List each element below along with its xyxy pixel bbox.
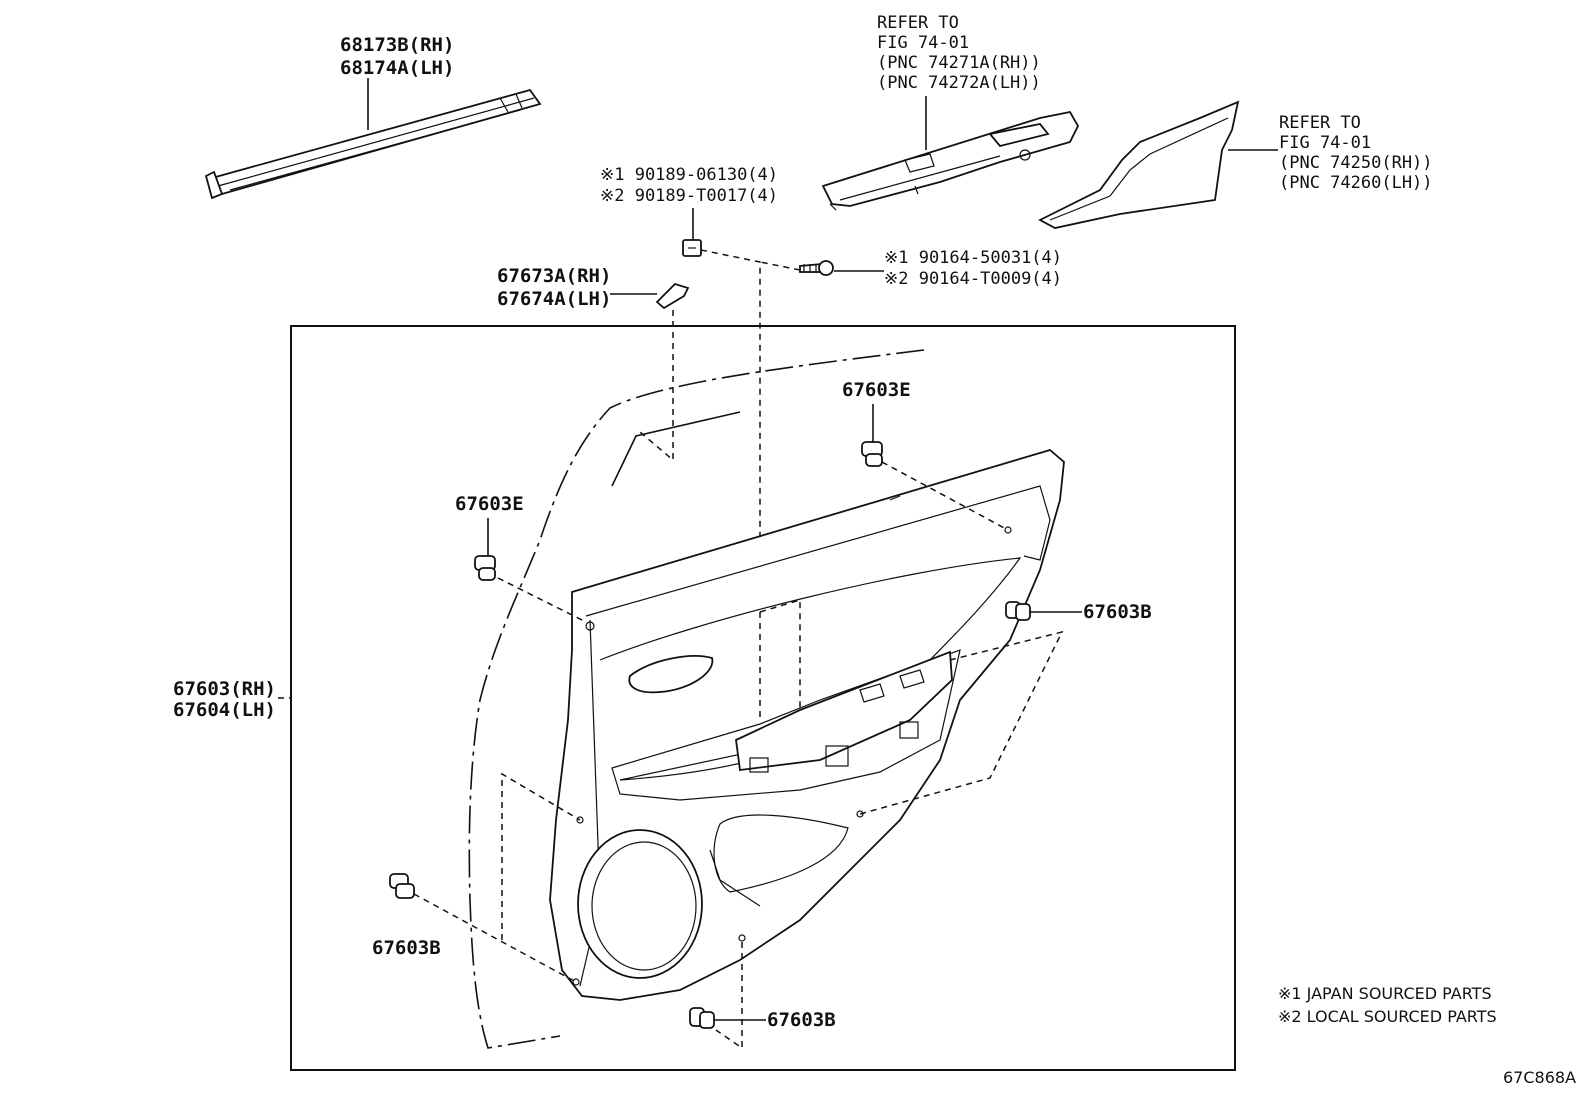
cover-part [655,282,690,310]
belt-molding-label-rh: 68173B(RH) [340,34,454,56]
left-dashbox [501,772,581,940]
cover-label-rh: 67673A(RH) [497,265,611,287]
clip-e-top-dashline [881,461,1009,531]
switch-base-ref-line3: (PNC 74271A(RH)) [877,53,1041,73]
screw-label-2: ※2 90164-T0009(4) [884,269,1062,289]
switch-base-ref-line1: REFER TO [877,13,959,33]
switch-base-ref-line2: FIG 74-01 [877,33,969,53]
door-outline [468,349,925,1049]
belt-molding-label-lh: 68174A(LH) [340,57,454,79]
clip-b-left-label: 67603B [372,937,441,959]
armrest-ref-line3: (PNC 74250(RH)) [1279,153,1433,173]
switch-base-part [821,110,1080,211]
clip-e-top-part [861,441,883,467]
screw-dashline [759,261,801,271]
nut-label-1: ※1 90189-06130(4) [600,165,778,185]
nut-part [682,239,702,257]
trim-board-part [549,448,1065,1001]
clip-e-left-label: 67603E [455,493,524,515]
clip-b-left-part [389,873,415,899]
door-window-line [611,411,741,487]
clip-e-left-dashline [497,577,587,623]
belt-molding-part [204,88,542,200]
note-local-sourced: ※2 LOCAL SOURCED PARTS [1278,1007,1497,1026]
figure-code: 67C868A [1503,1068,1576,1087]
armrest-ref-line2: FIG 74-01 [1279,133,1371,153]
switch-dashbox [759,598,801,720]
cover-label-lh: 67674A(LH) [497,288,611,310]
armrest-ref-line1: REFER TO [1279,113,1361,133]
clip-e-left-part [474,555,496,581]
cover-dashline [639,310,674,462]
trim-board-label-rh: 67603(RH) [173,678,276,700]
clip-b-left-dashline [413,893,577,983]
trim-board-label-lh: 67604(LH) [173,699,276,721]
switch-base-ref-line4: (PNC 74272A(LH)) [877,73,1041,93]
clip-e-top-label: 67603E [842,379,911,401]
armrest-ref-line4: (PNC 74260(LH)) [1279,173,1433,193]
clip-b-bottom-label: 67603B [767,1009,836,1031]
nut-label-2: ※2 90189-T0017(4) [600,186,778,206]
note-japan-sourced: ※1 JAPAN SOURCED PARTS [1278,984,1492,1003]
screw-label-1: ※1 90164-50031(4) [884,248,1062,268]
clip-b-bottom-part [689,1007,715,1029]
clip-b-right-part [1005,601,1031,621]
screw-part [799,260,834,276]
clip-b-right-label: 67603B [1083,601,1152,623]
clip-b-right-dashbox [859,630,1064,815]
armrest-part [1038,100,1240,229]
clip-b-bottom-dashline [715,942,743,1050]
